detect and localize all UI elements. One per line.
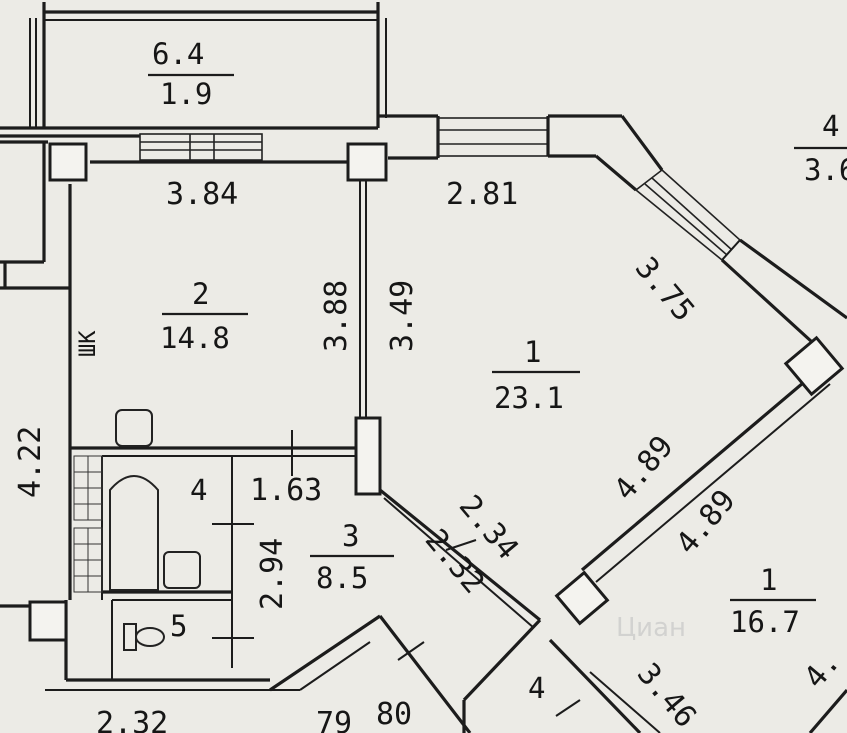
balcony xyxy=(29,2,387,129)
room-number: 1 xyxy=(524,335,541,369)
bath-tiles xyxy=(73,455,103,593)
room-area: 16.7 xyxy=(730,605,800,639)
room-number: 4 xyxy=(822,109,839,143)
room-hall-label: 3 8.5 xyxy=(310,519,394,595)
room-area: 3.6 xyxy=(804,153,847,187)
room-balcony-label: 6.4 1.9 xyxy=(148,37,234,111)
dim-bottom-b: 80 xyxy=(376,697,412,732)
dim-hall-width: 1.63 xyxy=(250,473,322,508)
room-neighbor-1-label: 1 16.7 xyxy=(730,563,816,639)
room-area: 1.9 xyxy=(160,77,212,111)
room-neighbor-top-right-label: 4 3.6 xyxy=(794,109,847,187)
room-wc-label: 5 xyxy=(170,609,187,643)
dim-right-diag: 3.46 xyxy=(630,657,703,733)
dim-bottom-a: 79 xyxy=(316,706,352,733)
interior-walls xyxy=(0,142,847,733)
room-bath-label: 4 xyxy=(190,473,207,507)
dim-left-height: 4.22 xyxy=(13,426,48,498)
room-number: 6.4 xyxy=(152,37,204,71)
room-neighbor-bottom-label: 4 xyxy=(528,671,545,705)
room-number: 3 xyxy=(342,519,359,553)
room-number: 2 xyxy=(192,277,209,311)
dim-living-left: 3.49 xyxy=(385,280,420,352)
room-area: 23.1 xyxy=(494,381,564,415)
dim-neighbor-partition: 4.89 xyxy=(669,483,742,561)
dim-living-diagonal: 3.75 xyxy=(628,251,701,329)
dim-living-top: 2.81 xyxy=(446,177,518,212)
watermark: Циан xyxy=(616,613,686,643)
room-living-label: 1 23.1 xyxy=(492,335,580,415)
structural-columns xyxy=(28,142,845,642)
dim-bedroom-height: 3.88 xyxy=(319,280,354,352)
exterior-wall-diagonal xyxy=(594,115,847,344)
dim-right-edge: 4. xyxy=(797,645,847,695)
room-bedroom-label: 2 14.8 xyxy=(160,277,248,355)
dim-hall-height: 2.94 xyxy=(255,538,290,610)
dimension-ticks xyxy=(212,430,581,717)
room-number: 5 xyxy=(170,609,187,643)
exterior-wall-top xyxy=(0,114,622,164)
room-number: 1 xyxy=(760,563,777,597)
room-area: 14.8 xyxy=(160,321,230,355)
toilet xyxy=(123,623,165,651)
closet-mark: ШК xyxy=(76,330,101,357)
bathtub xyxy=(109,475,159,591)
sink xyxy=(115,409,201,589)
closet: ШК xyxy=(76,330,101,357)
dim-bedroom-width: 3.84 xyxy=(166,177,238,212)
room-number: 4 xyxy=(528,671,545,705)
dim-bottom-left: 2.32 xyxy=(96,706,168,733)
room-area: 8.5 xyxy=(316,561,368,595)
room-number: 4 xyxy=(190,473,207,507)
